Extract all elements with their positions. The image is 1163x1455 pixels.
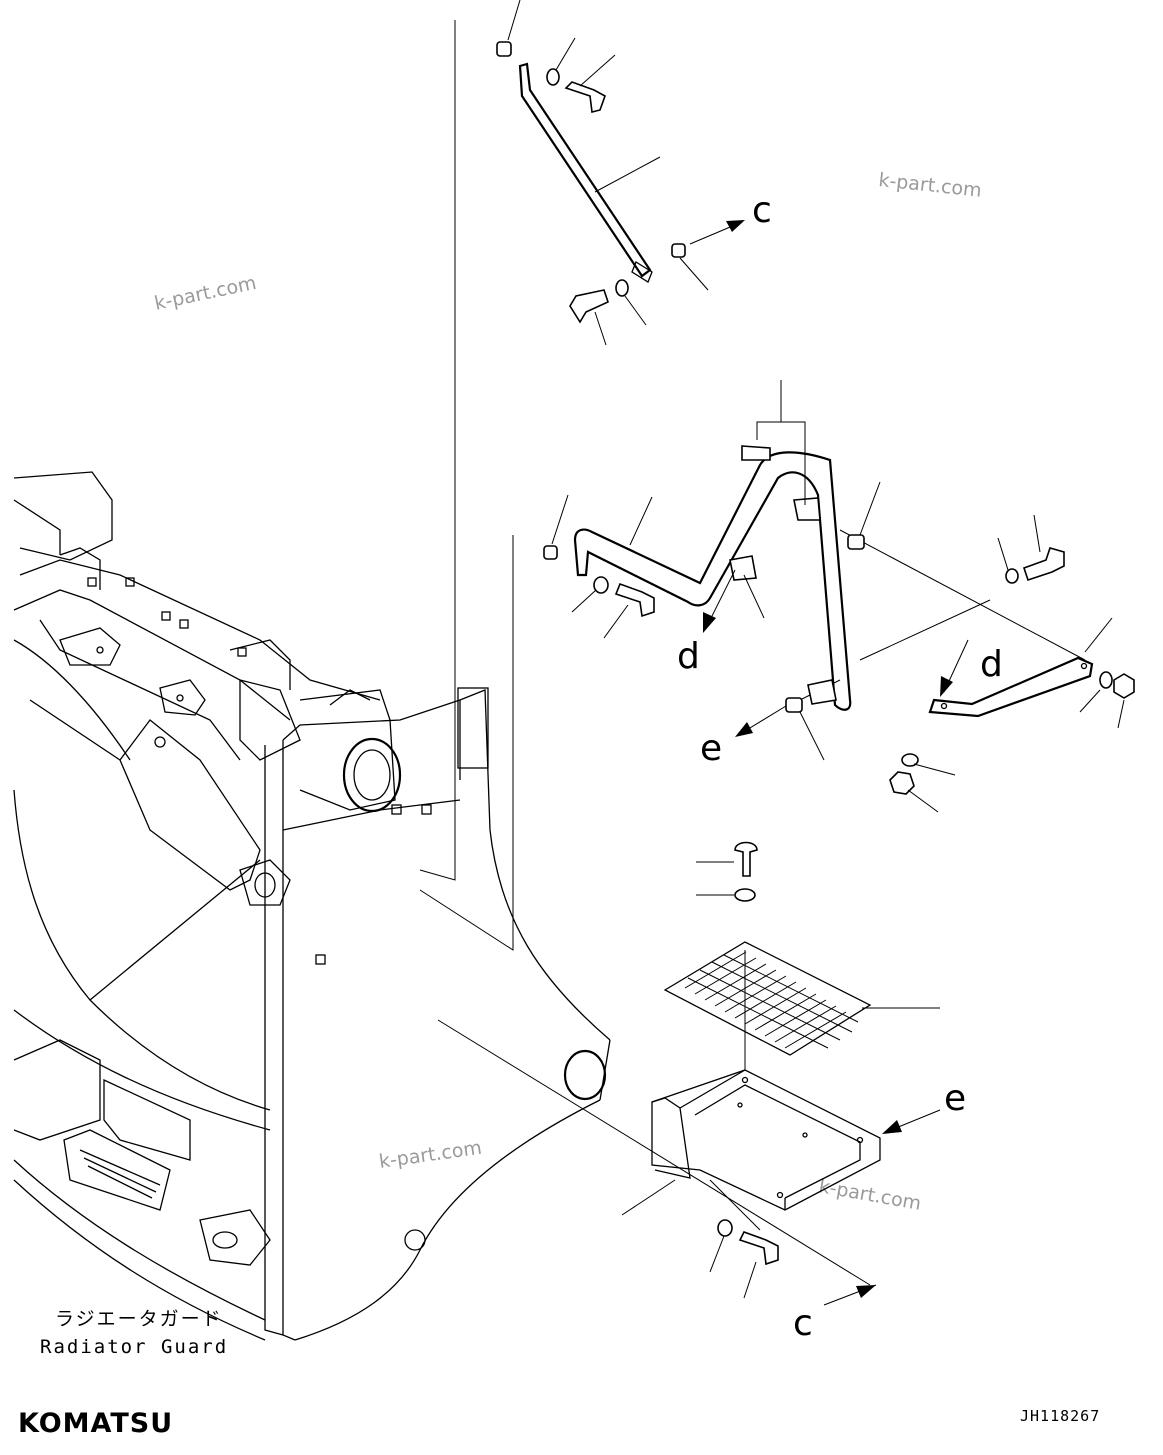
ref-e-middle: e	[700, 728, 722, 769]
washer-left	[593, 576, 609, 594]
komatsu-logo: KOMATSU	[18, 1408, 173, 1439]
washer-top	[546, 68, 560, 86]
watermark-2: k-part.com	[152, 272, 258, 315]
bracket-plate	[807, 679, 837, 705]
caption: ラジエータガード Radiator Guard	[40, 1308, 228, 1358]
lower-box-assembly	[621, 841, 941, 1306]
watermark-3: k-part.com	[378, 1137, 484, 1173]
clip-top	[741, 445, 771, 461]
upper-stay-rod	[496, 0, 745, 346]
ref-c-upper: c	[752, 190, 772, 231]
rubber-block-2	[785, 697, 803, 713]
washer-mid	[615, 279, 629, 297]
perforated-screen	[663, 941, 872, 1056]
rubber-block-1	[847, 534, 865, 550]
nut-right-1	[1113, 673, 1135, 699]
washer-right-top	[1005, 568, 1019, 584]
nut-mid	[671, 243, 686, 258]
ref-d-middle: d	[677, 636, 700, 677]
ref-d-right: d	[980, 644, 1003, 685]
watermarks: k-part.com k-part.com k-part.com k-part.…	[152, 169, 982, 1215]
washer-box	[717, 1219, 733, 1237]
bolt-left	[614, 582, 655, 618]
washer-right-1	[1099, 671, 1113, 689]
nut-left	[543, 545, 558, 560]
nut-right-2	[889, 771, 915, 795]
washer-screen	[734, 888, 756, 902]
ref-c-lower: c	[793, 1303, 813, 1344]
assembly-lines	[419, 20, 1086, 1286]
bolt-right-top	[1022, 547, 1065, 582]
right-side-stay	[889, 514, 1135, 813]
washer-right-2	[901, 753, 919, 767]
bolt-mid	[569, 289, 609, 324]
screen-holes	[684, 951, 859, 1049]
caption-en: Radiator Guard	[40, 1336, 228, 1358]
caption-jp: ラジエータガード	[55, 1308, 223, 1330]
footer: KOMATSU JH118267	[18, 1407, 1100, 1439]
bolt-screen	[734, 841, 758, 877]
bolt-box	[738, 1231, 779, 1266]
watermark-1: k-part.com	[877, 169, 982, 202]
drawing-code: JH118267	[1020, 1407, 1100, 1425]
reference-letters: c d d e e c	[677, 190, 1003, 1344]
nut-top	[496, 41, 512, 57]
clip-right	[793, 497, 821, 521]
bolt-top	[564, 81, 606, 113]
ref-e-lower: e	[944, 1078, 966, 1119]
middle-guard-bar	[543, 380, 881, 761]
radiator-frame-assembly	[13, 471, 611, 1341]
watermark-4: k-part.com	[817, 1175, 923, 1215]
clip-mid	[729, 555, 757, 581]
